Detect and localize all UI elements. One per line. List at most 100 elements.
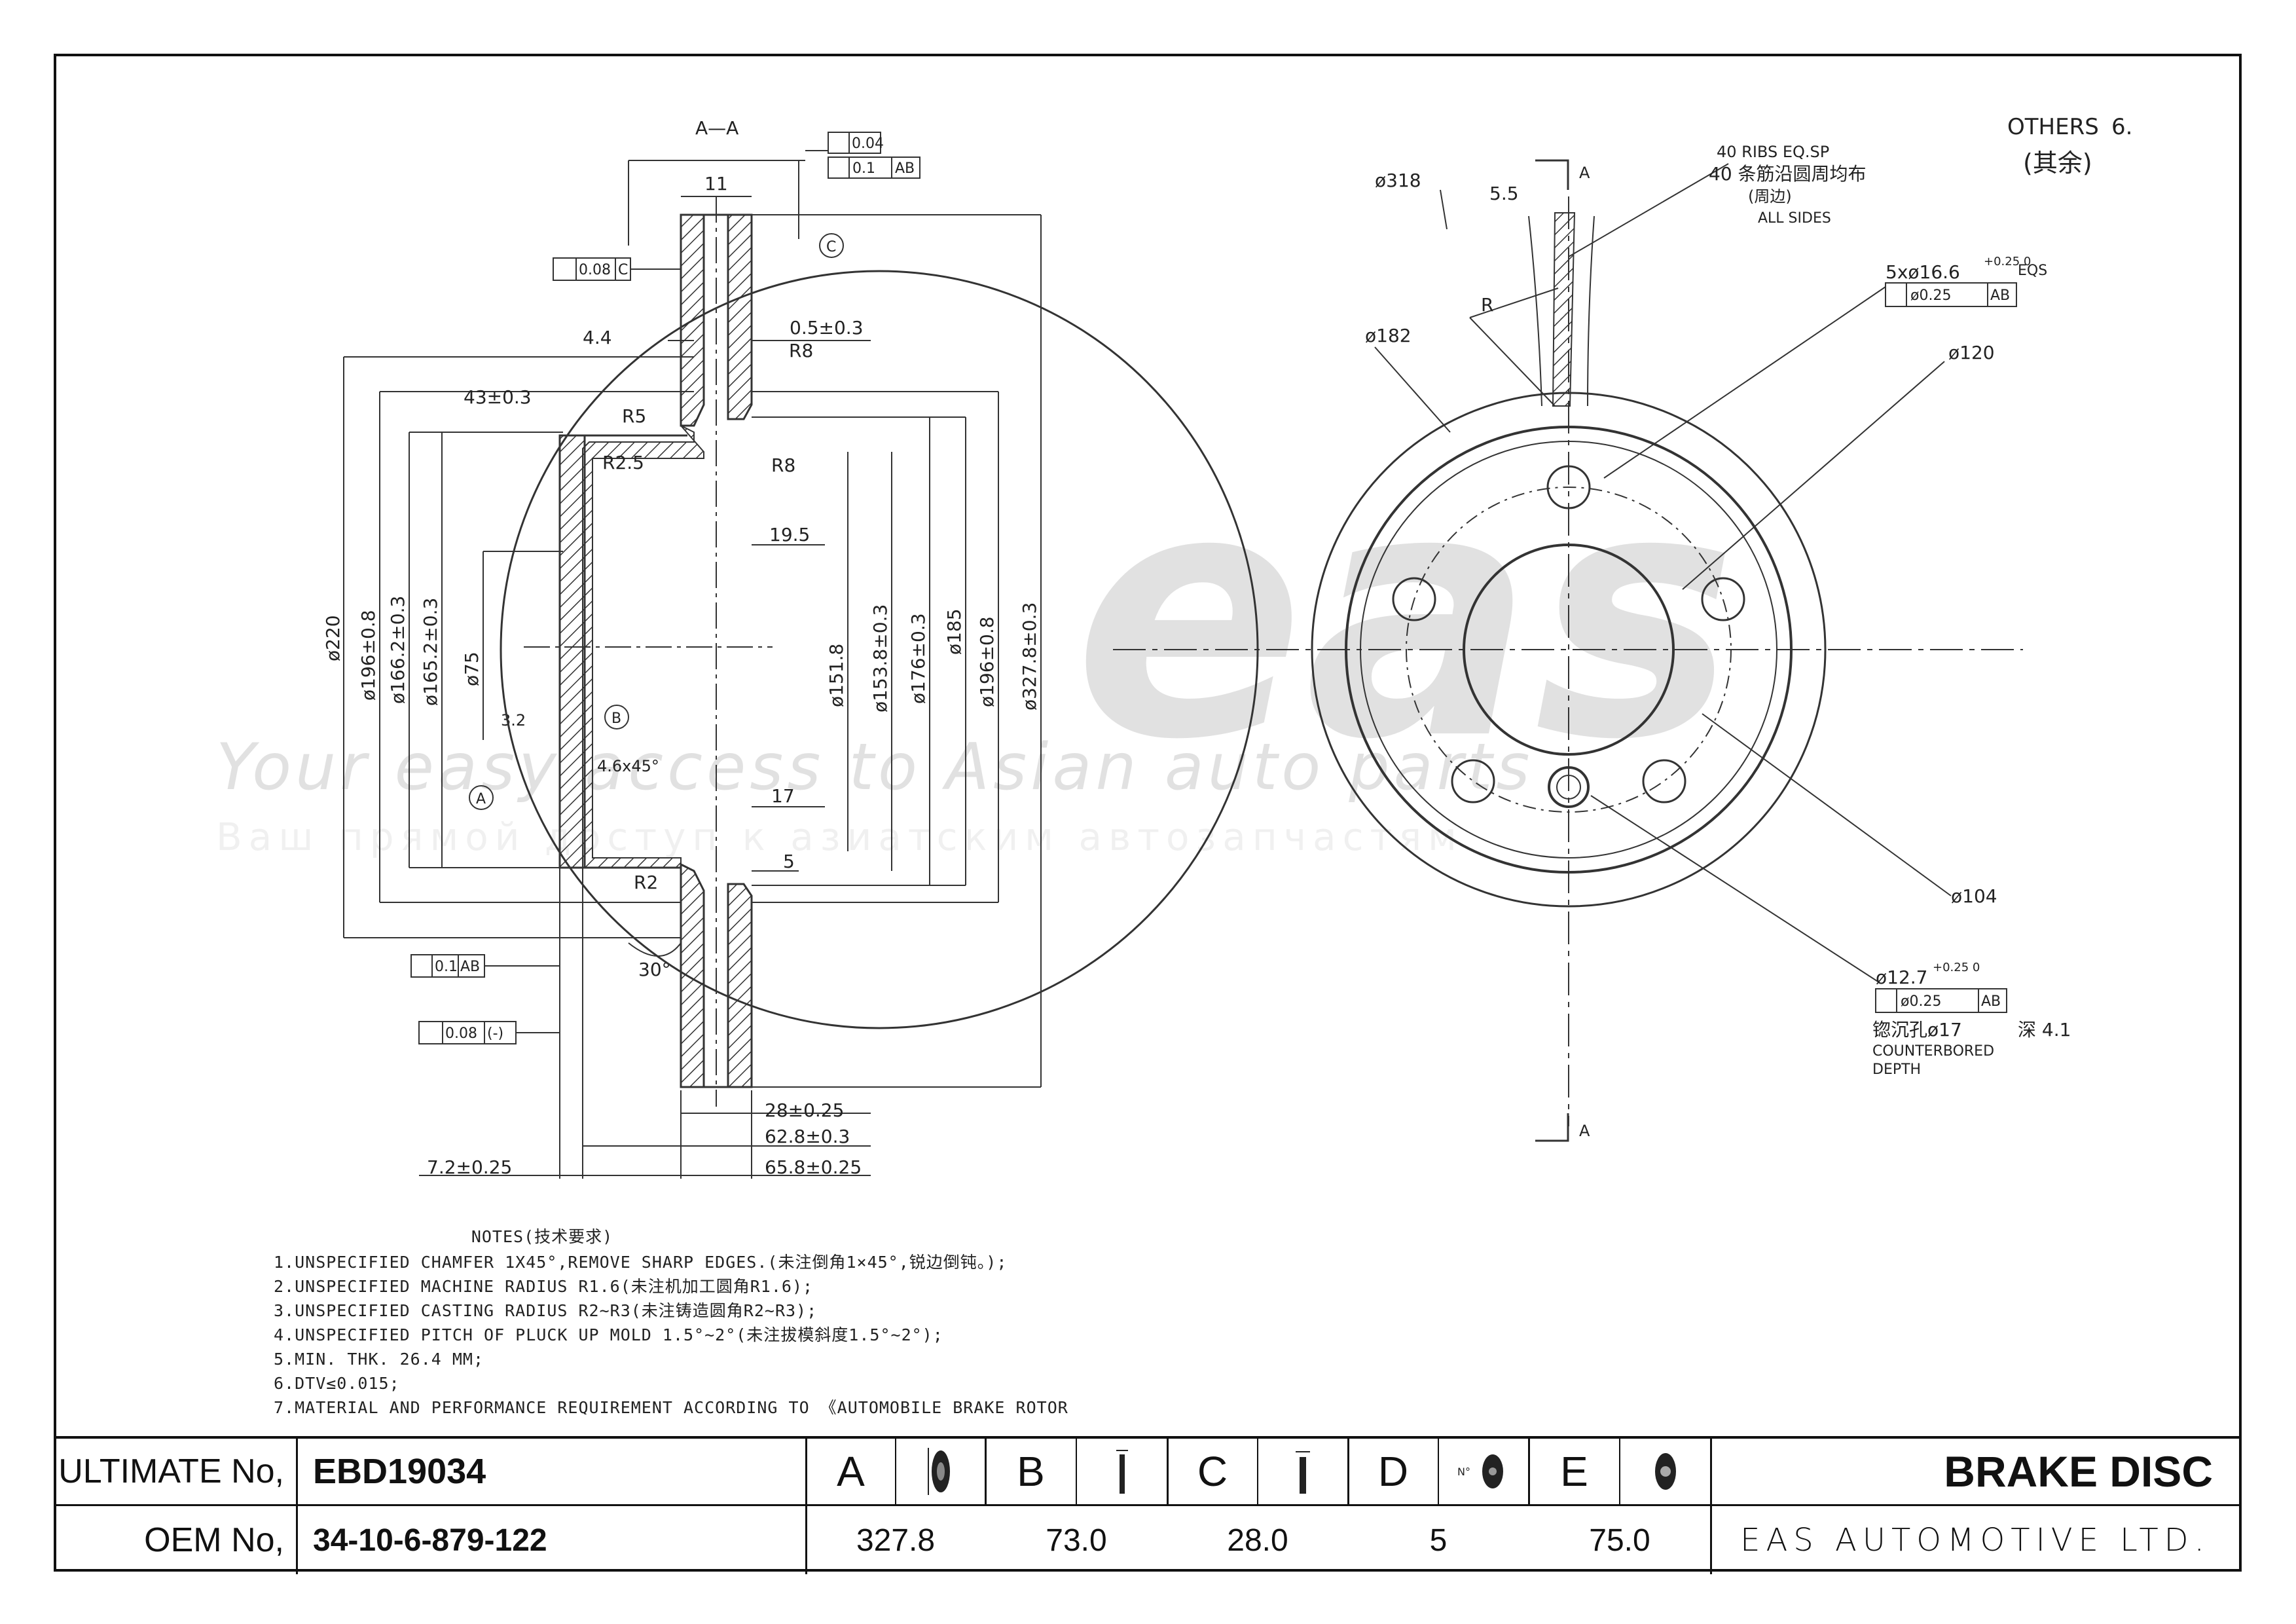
others-label: OTHERS <box>2007 114 2099 140</box>
fcf-runout2-value: 0.1 <box>435 959 458 975</box>
datum-c-letter: C <box>826 239 836 255</box>
note-line-6: 6.DTV≤0.015; <box>274 1374 400 1393</box>
front-view <box>500 159 2023 1142</box>
label-r8-top: R8 <box>789 340 813 361</box>
bolt-hole-3 <box>1642 759 1686 803</box>
label-d17: 17 <box>771 785 795 807</box>
disc-thickness-icon <box>1258 1439 1347 1504</box>
fcf-runout-ref: AB <box>895 160 915 177</box>
fcf-runout2-ref: AB <box>460 959 480 975</box>
ultimate-no-label: ULTIMATE No, <box>58 1452 284 1490</box>
note-line-4: 4.UNSPECIFIED PITCH OF PLUCK UP MOLD 1.5… <box>274 1325 943 1344</box>
label-dia1662: ø166.2±0.3 <box>387 596 409 704</box>
friction-plate-inner <box>727 213 753 420</box>
bolt-holes-icon: N° <box>1439 1439 1528 1504</box>
note-line-5: 5.MIN. THK. 26.4 MM; <box>274 1350 484 1369</box>
fcf-flat2-ref: (-) <box>487 1025 503 1042</box>
label-holes-tol: +0.25 0 <box>1984 255 2031 268</box>
label-r2: R2 <box>634 872 658 893</box>
label-d628: 62.8±0.3 <box>765 1126 850 1147</box>
col-b-value: 73.0 <box>1046 1522 1107 1558</box>
others-cn: (其余) <box>2023 149 2092 177</box>
label-dia104: ø104 <box>1951 885 1997 907</box>
note-line-3: 3.UNSPECIFIED CASTING RADIUS R2~R3(未注铸造圆… <box>274 1301 818 1320</box>
ribs-en: 40 RIBS EQ.SP <box>1717 143 1829 161</box>
col-e-value: 75.0 <box>1589 1522 1650 1558</box>
watermark-logo: eas <box>1074 417 1737 814</box>
label-r5: R5 <box>622 405 646 427</box>
feature-control-frames: 0.04 0.1 AB 0.08 C 0.1 AB 0.08 (-) <box>410 132 920 1044</box>
label-chamfer: 4.6x45° <box>597 757 659 775</box>
label-offset: 0.5±0.3 <box>790 317 864 339</box>
label-dia1518: ø151.8 <box>826 644 847 707</box>
label-dia196-right: ø196±0.8 <box>976 616 998 707</box>
bolt-hole-2 <box>1701 577 1745 621</box>
title-block: ULTIMATE No, EBD19034 OEM No, 34-10-6-87… <box>54 1436 2242 1574</box>
section-title: A—A <box>695 117 738 139</box>
col-c-value: 28.0 <box>1227 1522 1288 1558</box>
note-line-1: 1.UNSPECIFIED CHAMFER 1X45°,REMOVE SHARP… <box>274 1253 1008 1272</box>
ribs-cn2: (周边) <box>1748 187 1792 206</box>
label-dia196-left: ø196±0.8 <box>357 610 379 701</box>
oem-no-label: OEM No, <box>144 1521 284 1559</box>
cooling-rib <box>1552 212 1576 407</box>
label-d32: 3.2 <box>501 711 526 729</box>
fcf-parallel-value: 0.08 <box>579 262 611 278</box>
fcf-runout-value: 0.1 <box>852 160 875 177</box>
label-d658: 65.8±0.25 <box>765 1156 862 1178</box>
label-dia185: ø185 <box>943 608 965 655</box>
label-dia1652: ø165.2±0.3 <box>420 598 441 706</box>
label-dia75: ø75 <box>461 652 483 686</box>
ultimate-no-value: EBD19034 <box>313 1452 486 1491</box>
section-labels: 11 0.5±0.3 R8 R8 R5 R2.5 R2 43±0.3 4.4 1… <box>322 173 1040 1178</box>
label-width-11: 11 <box>704 173 728 194</box>
center-bore-icon <box>1620 1439 1710 1504</box>
hole127-pos-ref: AB <box>1981 993 2001 1010</box>
others-symbol: 6. <box>2111 114 2132 140</box>
section-view: A—A <box>343 117 1042 1179</box>
label-d5: 5 <box>783 851 795 872</box>
holes-pos-value: ø0.25 <box>1910 287 1951 304</box>
front-fcf: ø0.25 AB ø0.25 AB <box>1875 282 2017 1013</box>
label-hat-depth: 43±0.3 <box>464 386 532 408</box>
label-tol-44: 4.4 <box>583 327 612 348</box>
label-dia1538: ø153.8±0.3 <box>869 604 891 712</box>
col-a-letter: A <box>837 1448 865 1495</box>
label-cb-en2: DEPTH <box>1872 1061 1921 1078</box>
note-line-7: 7.MATERIAL AND PERFORMANCE REQUIREMENT A… <box>274 1398 1068 1414</box>
label-r8-mid: R8 <box>771 454 795 476</box>
label-dia120: ø120 <box>1948 342 1995 363</box>
datum-c-bubble <box>819 233 844 258</box>
col-d-value: 5 <box>1429 1522 1448 1558</box>
section-a-bottom: A <box>1579 1122 1590 1140</box>
label-r: R <box>1481 294 1493 316</box>
fcf-parallel-ref: C <box>618 262 628 278</box>
label-hole127-tol: +0.25 0 <box>1933 961 1980 974</box>
bolt-hole-4 <box>1451 759 1495 803</box>
label-holes: 5xø16.6 <box>1886 261 1960 283</box>
watermark-tagline: Your easy access to Asian auto parts <box>216 730 1533 805</box>
watermark: eas Your easy access to Asian auto parts… <box>216 417 1737 859</box>
label-dia220: ø220 <box>322 615 344 661</box>
ribs-all: ALL SIDES <box>1758 210 1831 227</box>
fcf-flatness-value: 0.04 <box>852 136 884 152</box>
friction-plate-outer-bottom <box>680 862 705 1088</box>
label-d55: 5.5 <box>1489 183 1519 204</box>
label-dia318: ø318 <box>1375 170 1421 191</box>
notes-title: NOTES(技术要求) <box>471 1227 613 1246</box>
note-line-2: 2.UNSPECIFIED MACHINE RADIUS R1.6(未注机加工圆… <box>274 1277 814 1296</box>
product-title: BRAKE DISC <box>1944 1447 2213 1496</box>
label-dia3278: ø327.8±0.3 <box>1019 602 1040 710</box>
datum-a-letter: A <box>476 791 486 807</box>
label-d195: 19.5 <box>769 524 810 545</box>
label-dia182: ø182 <box>1365 325 1412 346</box>
col-e-letter: E <box>1560 1448 1588 1495</box>
fcf-flat2-value: 0.08 <box>445 1025 477 1042</box>
front-labels: OTHERS 6. (其余) 40 RIBS EQ.SP 40 条筋沿圆周均布 … <box>1365 114 2132 1140</box>
label-cb-cn: 锪沉孔ø17 <box>1872 1019 1962 1041</box>
label-d72: 7.2±0.25 <box>427 1156 512 1178</box>
oem-no-value: 34-10-6-879-122 <box>313 1522 547 1558</box>
drawing-sheet <box>54 54 2242 1572</box>
label-r25: R2.5 <box>602 452 644 473</box>
label-d28: 28±0.25 <box>765 1099 844 1121</box>
